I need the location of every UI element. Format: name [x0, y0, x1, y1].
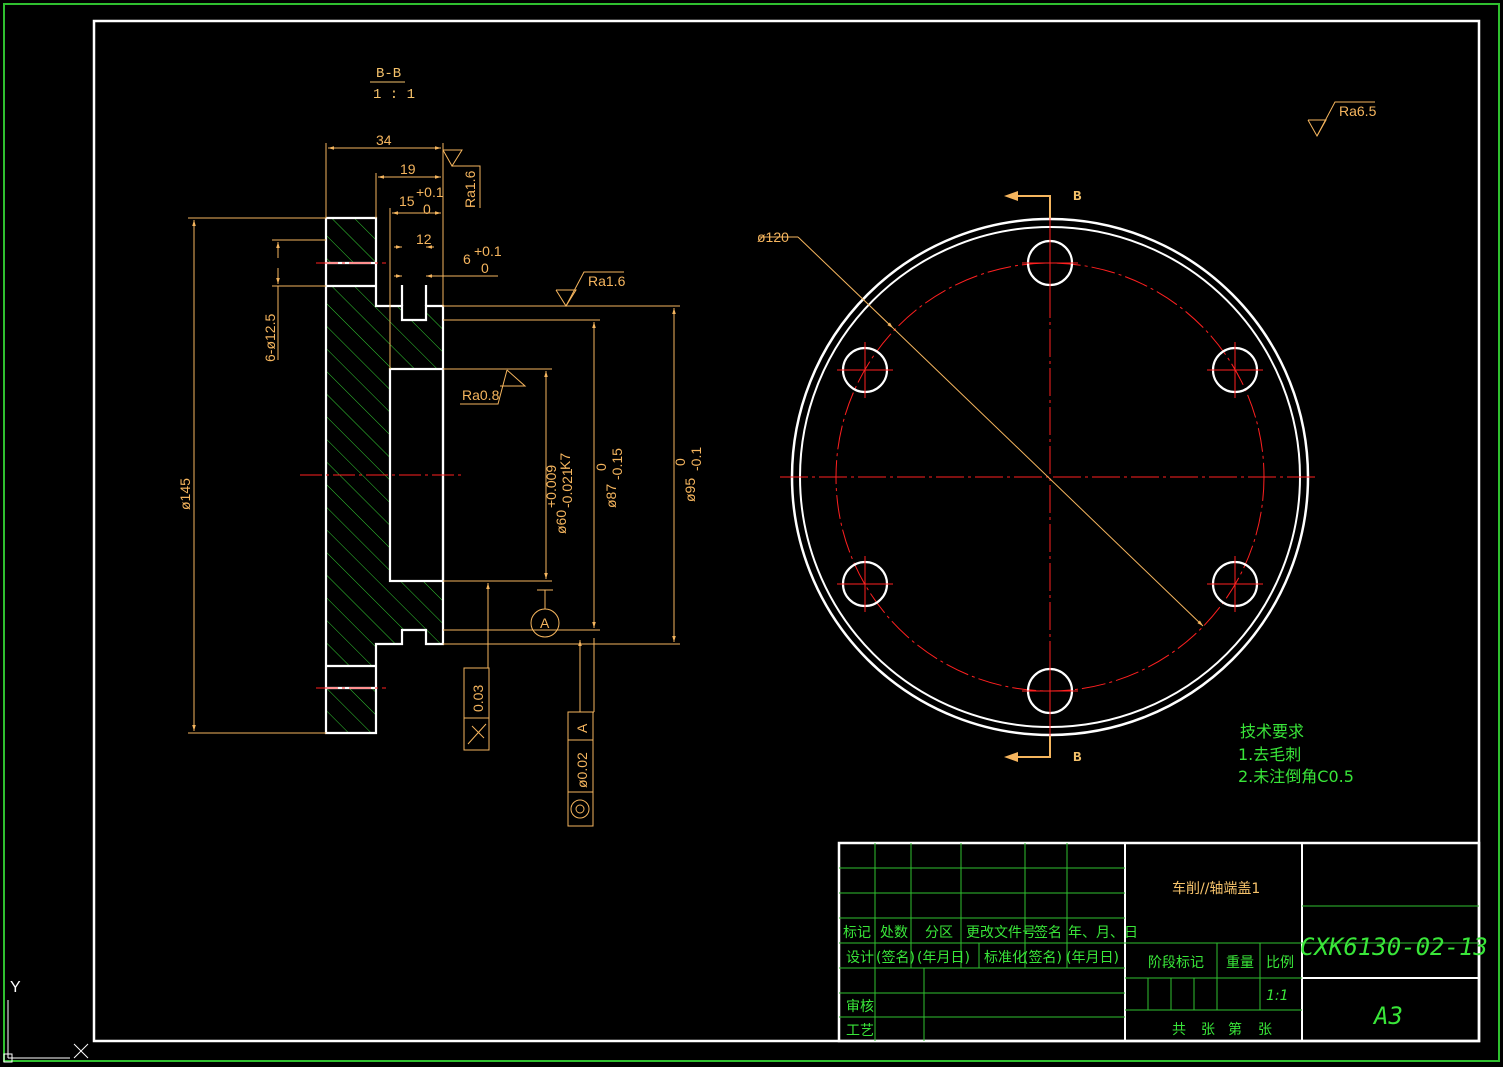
tb-scale-label: 比例	[1266, 955, 1294, 971]
tech-requirements: 技术要求 1.去毛刺 2.未注倒角C0.5	[1238, 722, 1354, 786]
roughness-marks	[442, 101, 1375, 405]
tech-title: 技术要求	[1240, 722, 1304, 741]
tb-scale-value: 1:1	[1266, 988, 1289, 1004]
tb-size: A3	[1372, 1002, 1403, 1030]
ra65: Ra6.5	[1339, 103, 1377, 119]
section-dimensions	[188, 143, 680, 734]
tb-count: 处数	[880, 925, 908, 941]
dim-95: ø95	[682, 478, 698, 502]
section-scale: 1 : 1	[373, 87, 415, 103]
tb-process: 工艺	[846, 1023, 874, 1039]
ra08: Ra0.8	[462, 387, 500, 403]
ra16-right: Ra1.6	[588, 273, 626, 289]
section-dim-text: 34 19 15 +0.1 0 12 6 +0.1 0 ø145 6-ø12.5…	[177, 132, 704, 534]
dim-holes: 6-ø12.5	[262, 314, 278, 362]
section-name: B-B	[376, 66, 401, 82]
runout-frame	[463, 583, 490, 751]
dim-60-fit: K7	[557, 453, 573, 470]
tb-design-date: (年月日)	[917, 950, 970, 966]
tb-change-doc: 更改文件号	[966, 925, 1036, 941]
tb-zone: 分区	[925, 925, 953, 941]
ucs-icon	[3, 1000, 89, 1063]
tb-sheets-total: 共	[1172, 1022, 1186, 1038]
dim-145: ø145	[177, 478, 193, 510]
tb-standard: 标准化	[984, 950, 1026, 966]
concentricity-datum: A	[574, 723, 590, 733]
tb-mark: 标记	[843, 925, 871, 941]
dim-15: 15	[399, 193, 415, 209]
dim-60-upper: +0.009	[543, 465, 559, 508]
section-centerlines	[300, 262, 465, 689]
dim-87-lower: -0.15	[609, 448, 625, 480]
tech-item-2: 2.未注倒角C0.5	[1238, 767, 1354, 786]
tb-sign: 签名	[1034, 924, 1062, 941]
dim-120: ø120	[757, 229, 789, 245]
tech-item-1: 1.去毛刺	[1238, 745, 1301, 764]
dim-6-upper: +0.1	[474, 243, 502, 259]
section-label-top: B	[1073, 189, 1082, 205]
hatch-regions	[326, 218, 443, 733]
title-block: 标记 处数 分区 更改文件号 签名 年、月、日 设计 (签名) (年月日) 标准…	[837, 841, 1488, 1043]
dim-95-lower: -0.1	[688, 447, 704, 471]
dim-15-lower: 0	[423, 201, 431, 217]
tb-weight: 重量	[1226, 955, 1254, 971]
datum-a-label: A	[540, 615, 550, 631]
tb-standard-sign: (签名)	[1023, 949, 1062, 966]
tb-part-name: 车削//轴端盖1	[1172, 880, 1260, 897]
dim-95-upper: 0	[672, 458, 688, 466]
tb-sheets-no: 第	[1228, 1021, 1242, 1038]
dim-87-upper: 0	[593, 463, 609, 471]
tb-standard-date: (年月日)	[1066, 950, 1119, 966]
dim-60: ø60	[553, 510, 569, 534]
ra16-top: Ra1.6	[462, 170, 478, 208]
tb-design: 设计	[846, 950, 874, 966]
section-label-bottom: B	[1073, 750, 1082, 766]
inner-frame	[92, 19, 1481, 1043]
concentricity-frame	[567, 638, 595, 827]
dia120-leader	[760, 236, 1204, 627]
tb-design-sign: (签名)	[876, 949, 915, 966]
dim-6: 6	[463, 251, 471, 267]
dim-6-lower: 0	[481, 260, 489, 276]
datum-a	[530, 589, 560, 638]
dim-87: ø87	[603, 484, 619, 508]
runout-value: 0.03	[470, 685, 486, 712]
tb-stage-mark: 阶段标记	[1148, 955, 1204, 971]
ucs-y: Y	[10, 979, 21, 996]
dim-60-lower: -0.021	[559, 468, 575, 508]
tb-sheets-unit1: 张	[1201, 1022, 1215, 1038]
dim-19: 19	[400, 161, 416, 177]
tb-drawing-no: CXK6130-02-13	[1300, 933, 1488, 961]
concentricity-value: ø0.02	[574, 752, 590, 788]
tb-sheets-unit2: 张	[1258, 1022, 1272, 1038]
front-view: ø120 B B	[757, 189, 1315, 766]
dim-34: 34	[376, 132, 392, 148]
section-view: B-B 1 : 1	[177, 66, 1377, 827]
dim-12: 12	[416, 231, 432, 247]
tb-review: 审核	[846, 999, 874, 1015]
outer-frame	[3, 3, 1500, 1062]
tb-date: 年、月、日	[1068, 925, 1138, 941]
section-cut-markers	[1010, 195, 1051, 758]
dim-15-upper: +0.1	[416, 184, 444, 200]
bolt-hole-crosses	[837, 235, 1263, 719]
